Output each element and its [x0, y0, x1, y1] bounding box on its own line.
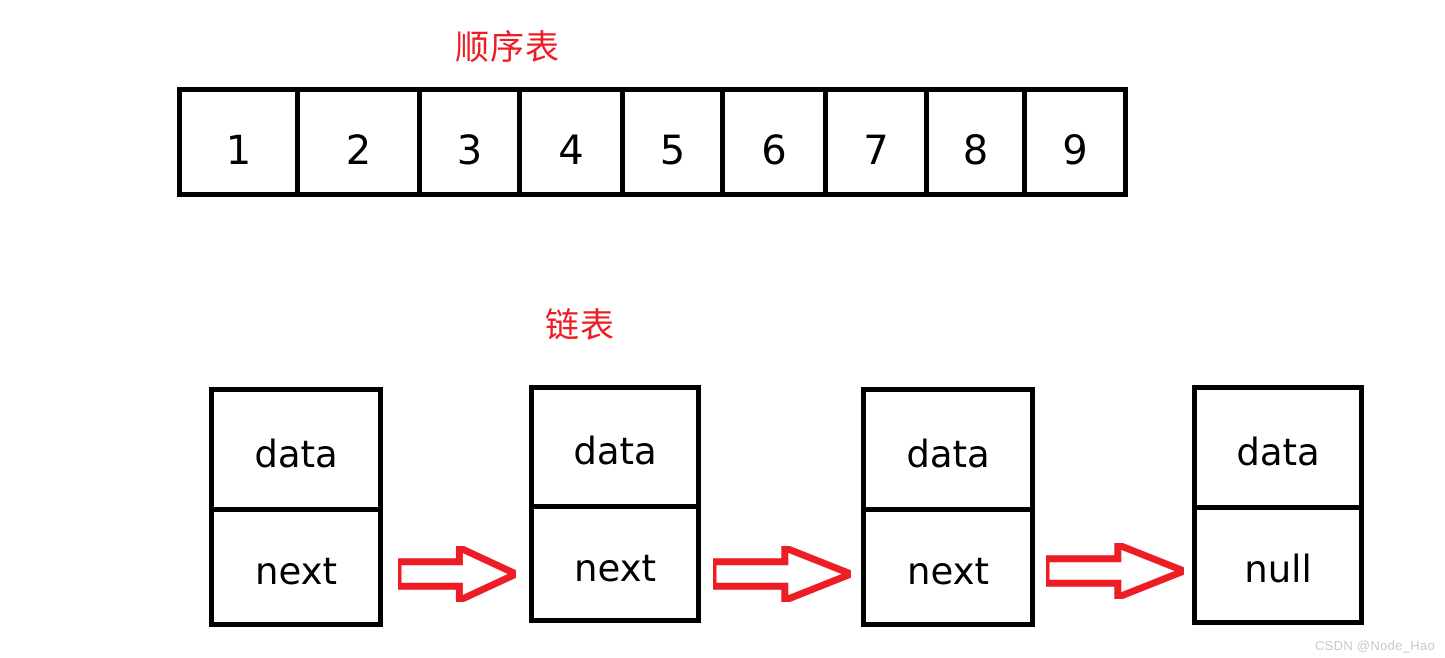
next-pointer-arrow-icon [1046, 543, 1184, 599]
linked-list-title: 链表 [545, 306, 615, 346]
array-cell: 3 [422, 92, 522, 192]
node-next-field: next [214, 511, 378, 622]
next-pointer-arrow-icon [713, 546, 851, 602]
next-pointer-arrow-icon [398, 546, 516, 602]
node-next-field: next [534, 508, 696, 618]
node-null-field: null [1197, 509, 1359, 620]
node-next-field: next [866, 511, 1030, 622]
node-data-field: data [214, 392, 378, 512]
node-data-field: data [866, 392, 1030, 512]
array-cell: 1 [182, 92, 300, 192]
array-cell: 9 [1027, 92, 1123, 192]
array-cell: 8 [929, 92, 1027, 192]
array-cell: 6 [725, 92, 828, 192]
sequential-list-title: 顺序表 [455, 28, 560, 68]
array-cell: 2 [300, 92, 422, 192]
array-cell: 5 [625, 92, 725, 192]
array-cell: 4 [522, 92, 625, 192]
watermark: CSDN @Node_Hao [1314, 638, 1435, 653]
node-data-field: data [534, 390, 696, 509]
node-data-field: data [1197, 390, 1359, 510]
array-cell: 7 [828, 92, 929, 192]
